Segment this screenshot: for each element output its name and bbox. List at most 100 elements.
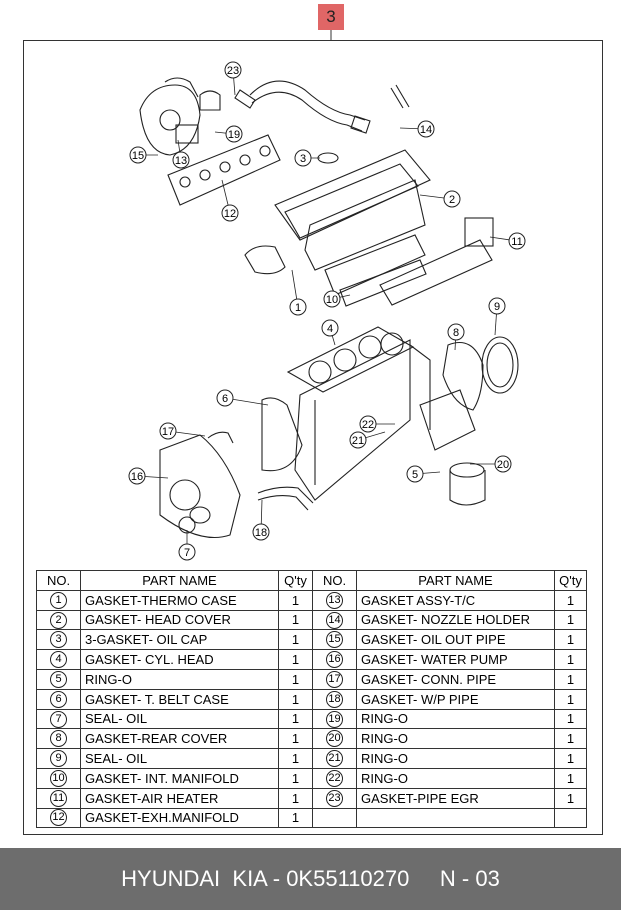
part-name-cell: GASKET-AIR HEATER [80, 787, 279, 809]
callout-circle [321, 319, 339, 337]
callout-2: 2 [419, 190, 461, 208]
callout-14: 14 [399, 120, 435, 138]
qty-cell: 1 [554, 708, 587, 730]
qty-cell [554, 807, 587, 829]
callout-number: 6 [222, 393, 228, 405]
callout-3: 3 [294, 149, 320, 167]
qty-cell: 1 [554, 787, 587, 809]
qty-cell: 1 [554, 589, 587, 611]
callout-number: 14 [420, 124, 432, 136]
row-number-cell: 23 [312, 787, 357, 809]
callout-17: 17 [159, 422, 206, 440]
row-number-cell: 3 [36, 629, 81, 651]
callout-23: 23 [224, 61, 242, 96]
row-number-cell: 14 [312, 609, 357, 631]
callout-circle [447, 323, 465, 341]
callout-21: 21 [349, 431, 386, 449]
qty-cell: 1 [554, 688, 587, 710]
header-qty: Q'ty [278, 570, 313, 591]
part-name-cell: GASKET- T. BELT CASE [80, 688, 279, 710]
sheet-callout-badge: 3 [318, 4, 344, 30]
row-number-circle: 20 [326, 730, 343, 748]
part-name-cell: RING-O [356, 748, 555, 769]
qty-cell: 1 [278, 748, 313, 769]
callout-number: 1 [295, 302, 301, 314]
part-name-cell: GASKET-THERMO CASE [80, 589, 279, 611]
part-name-cell: GASKET- HEAD COVER [80, 609, 279, 631]
row-number-cell: 10 [36, 767, 81, 789]
callout-circle [289, 298, 307, 316]
callout-4: 4 [321, 319, 339, 346]
callout-circle [359, 415, 377, 433]
callout-16: 16 [128, 467, 169, 485]
callout-7: 7 [178, 530, 196, 561]
callout-number: 15 [132, 150, 144, 162]
callout-12: 12 [221, 179, 239, 222]
part-name-cell: GASKET-PIPE EGR [356, 787, 555, 809]
qty-cell: 1 [554, 609, 587, 631]
callout-number: 18 [255, 527, 267, 539]
row-number-cell: 8 [36, 728, 81, 750]
callout-22: 22 [359, 415, 395, 433]
row-number-circle: 4 [50, 651, 67, 669]
callout-number: 20 [497, 459, 509, 471]
part-name-cell: RING-O [80, 668, 279, 690]
footer-part-number: HYUNDAI KIA - 0K55110270 [121, 866, 410, 891]
qty-cell: 1 [278, 767, 313, 789]
row-number-cell: 16 [312, 649, 357, 670]
row-number-cell: 1 [36, 589, 81, 611]
callout-15: 15 [129, 146, 158, 164]
callout-circle [406, 465, 424, 483]
callout-circle [323, 290, 341, 308]
part-name-cell: GASKET- W/P PIPE [356, 688, 555, 710]
callout-6: 6 [216, 389, 269, 407]
callout-circle [494, 455, 512, 473]
callout-circle [508, 232, 526, 250]
parts-table-header: NO. PART NAME Q'ty NO. PART NAME Q'ty [36, 570, 587, 591]
callout-number: 11 [511, 236, 522, 248]
part-name-cell: GASKET- NOZZLE HOLDER [356, 609, 555, 631]
callout-circle [129, 146, 147, 164]
row-number-cell: 13 [312, 589, 357, 611]
callout-number: 19 [228, 129, 240, 141]
callout-circle [252, 523, 270, 541]
row-number-cell: 2 [36, 609, 81, 631]
row-number-cell: 9 [36, 748, 81, 769]
callout-number: 5 [412, 469, 418, 481]
row-number-circle: 16 [326, 651, 343, 669]
qty-cell: 1 [278, 668, 313, 690]
header-no: NO. [36, 570, 81, 591]
row-number-circle: 12 [50, 809, 67, 827]
callout-circle [488, 297, 506, 315]
callout-circle [172, 151, 190, 169]
row-number-cell: 17 [312, 668, 357, 690]
callout-number: 9 [494, 301, 500, 313]
row-number-circle: 18 [326, 690, 343, 708]
header-no: NO. [312, 570, 357, 591]
part-name-cell: GASKET- WATER PUMP [356, 649, 555, 670]
header-part-name: PART NAME [356, 570, 555, 591]
row-number-circle: 3 [50, 631, 67, 649]
qty-cell: 1 [278, 688, 313, 710]
callout-number: 4 [327, 323, 333, 335]
qty-cell: 1 [278, 807, 313, 829]
row-number-circle: 22 [326, 769, 343, 787]
footer-bar: HYUNDAI KIA - 0K55110270 N - 03 [0, 848, 621, 910]
qty-cell: 1 [278, 609, 313, 631]
callout-8: 8 [447, 323, 465, 351]
part-name-cell: RING-O [356, 708, 555, 730]
callout-circle [417, 120, 435, 138]
callout-number: 17 [162, 426, 174, 438]
row-number-circle: 21 [326, 750, 343, 768]
row-number-circle: 7 [50, 710, 67, 728]
callout-number: 2 [449, 194, 455, 206]
row-number-circle: 6 [50, 690, 67, 708]
callout-number: 10 [326, 294, 338, 306]
row-number-circle: 19 [326, 710, 343, 728]
row-number-circle: 5 [50, 670, 67, 688]
